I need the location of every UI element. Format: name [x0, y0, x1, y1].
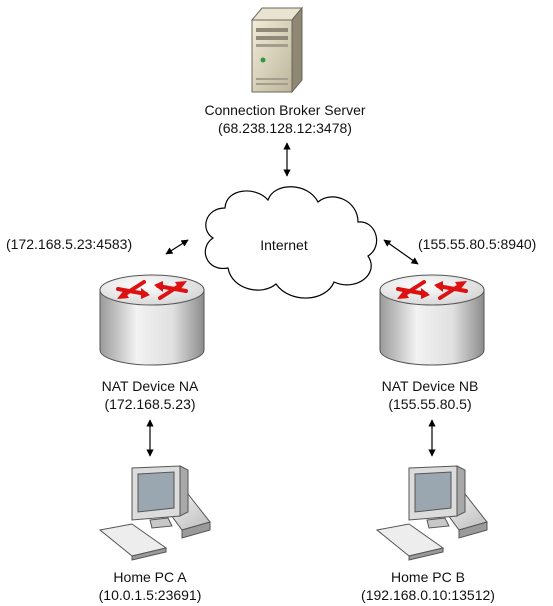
- nat-a-address-label: (172.168.5.23): [104, 396, 196, 412]
- server-address-label: (68.238.128.12:3478): [218, 120, 352, 136]
- nat-b-public-endpoint-label: (155.55.80.5:8940): [418, 236, 537, 252]
- nat-device-na-icon: [99, 274, 205, 366]
- pc-a-address-label: (10.0.1.5:23691): [98, 587, 202, 603]
- pc-a-name-label: Home PC A: [113, 569, 187, 585]
- nat-device-nb-icon: [379, 274, 485, 366]
- home-pc-b-icon: [375, 465, 488, 561]
- nat-a-cloud-connector: [165, 239, 189, 255]
- server-icon: [250, 6, 304, 94]
- nat-b-address-label: (155.55.80.5): [388, 396, 472, 412]
- nat-a-public-endpoint-label: (172.168.5.23:4583): [6, 236, 133, 252]
- nat-a-name-label: NAT Device NA: [101, 378, 199, 394]
- server-name-label: Connection Broker Server: [204, 102, 366, 118]
- nat-b-name-label: NAT Device NB: [381, 378, 479, 394]
- pc-b-name-label: Home PC B: [391, 569, 465, 585]
- internet-label: Internet: [260, 237, 308, 253]
- home-pc-a-icon: [98, 465, 211, 561]
- pc-b-address-label: (192.168.0.10:13512): [361, 587, 495, 603]
- internet-cloud-icon: [204, 186, 378, 299]
- nat-b-cloud-connector: [383, 239, 419, 265]
